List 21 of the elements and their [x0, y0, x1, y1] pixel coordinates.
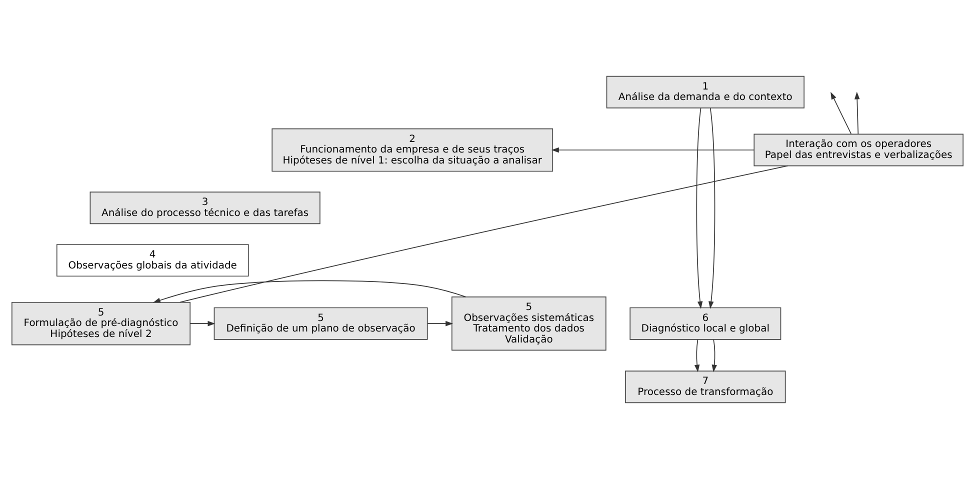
node-box: 3 Análise do processo técnico e das tarefas [90, 191, 320, 224]
node-box: 4 Observações globais da atividade [56, 244, 249, 276]
node-box: 6 Diagnóstico local e global [630, 306, 782, 340]
node-box: 7 Processo de transformação [625, 370, 786, 403]
connector [179, 164, 788, 302]
node-box: 5 Definição de um plano de observação [214, 306, 428, 340]
node-box: 5 Observações sistemáticas Tratamento dos dados Validação [452, 296, 606, 350]
arrow [854, 91, 860, 134]
arrow [551, 146, 754, 152]
arrow [694, 338, 700, 372]
arrow [427, 320, 454, 326]
arrow [712, 338, 717, 372]
node-box: 2 Funcionamento da empresa e de seus traços Hipóteses de nível 1: escolha da situação a analisar [272, 128, 554, 172]
arrow [830, 91, 852, 134]
arrow [190, 320, 216, 326]
arrow [152, 280, 466, 302]
node-box: 5 Formulação de pré-diagnóstico Hipóteses de nível 2 [12, 301, 190, 345]
arrow [696, 107, 703, 308]
node-box: 1 Análise da demanda e do contexto [606, 75, 804, 108]
node-box: Interação com os operadores Papel das entrevistas e verbalizações [754, 133, 964, 166]
arrow [708, 107, 716, 308]
